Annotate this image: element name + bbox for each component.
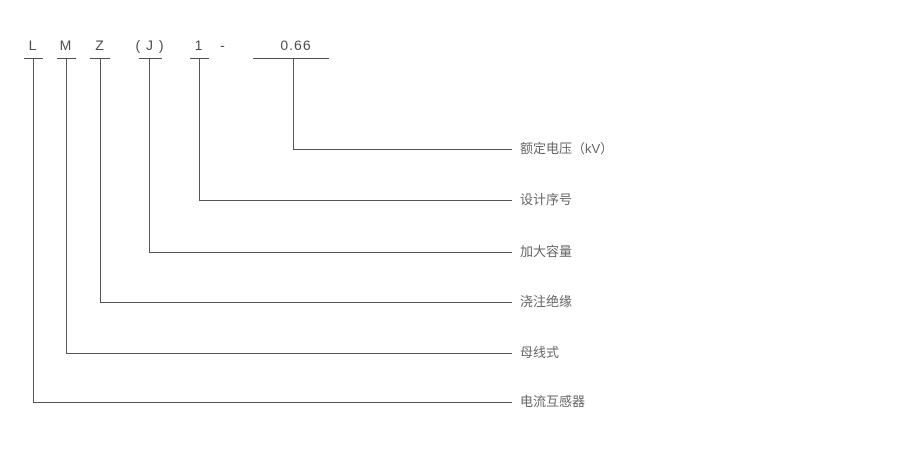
connector-vline-Z	[100, 58, 101, 302]
connector-vline-0-66	[293, 58, 294, 149]
connector-hline-busbar-type	[66, 353, 512, 354]
code-char-J: ( J )	[135, 37, 165, 53]
tick-under-0-66	[253, 58, 329, 59]
label-current-transformer: 电流互感器	[520, 394, 586, 409]
connector-hline-cast-insulation	[100, 302, 512, 303]
code-separator-dash: -	[220, 37, 226, 53]
tick-under-J	[139, 58, 162, 59]
code-char-M: M	[59, 37, 73, 53]
code-char-L: L	[28, 37, 38, 53]
label-rated-voltage: 额定电压（kV）	[520, 141, 614, 156]
label-design-serial: 设计序号	[520, 192, 573, 207]
connector-hline-rated-voltage	[293, 149, 512, 150]
code-char-1: 1	[194, 37, 204, 53]
connector-hline-increased-capacity	[149, 252, 512, 253]
connector-vline-1	[199, 58, 200, 200]
label-increased-capacity: 加大容量	[520, 244, 573, 259]
code-char-0-66: 0.66	[280, 37, 312, 53]
connector-hline-design-serial	[199, 200, 512, 201]
connector-vline-M	[66, 58, 67, 353]
label-cast-insulation: 浇注绝缘	[520, 294, 573, 309]
connector-vline-J	[149, 58, 150, 252]
connector-vline-L	[33, 58, 34, 402]
connector-hline-current-transformer	[33, 402, 512, 403]
code-char-Z: Z	[95, 37, 105, 53]
label-busbar-type: 母线式	[520, 345, 560, 360]
